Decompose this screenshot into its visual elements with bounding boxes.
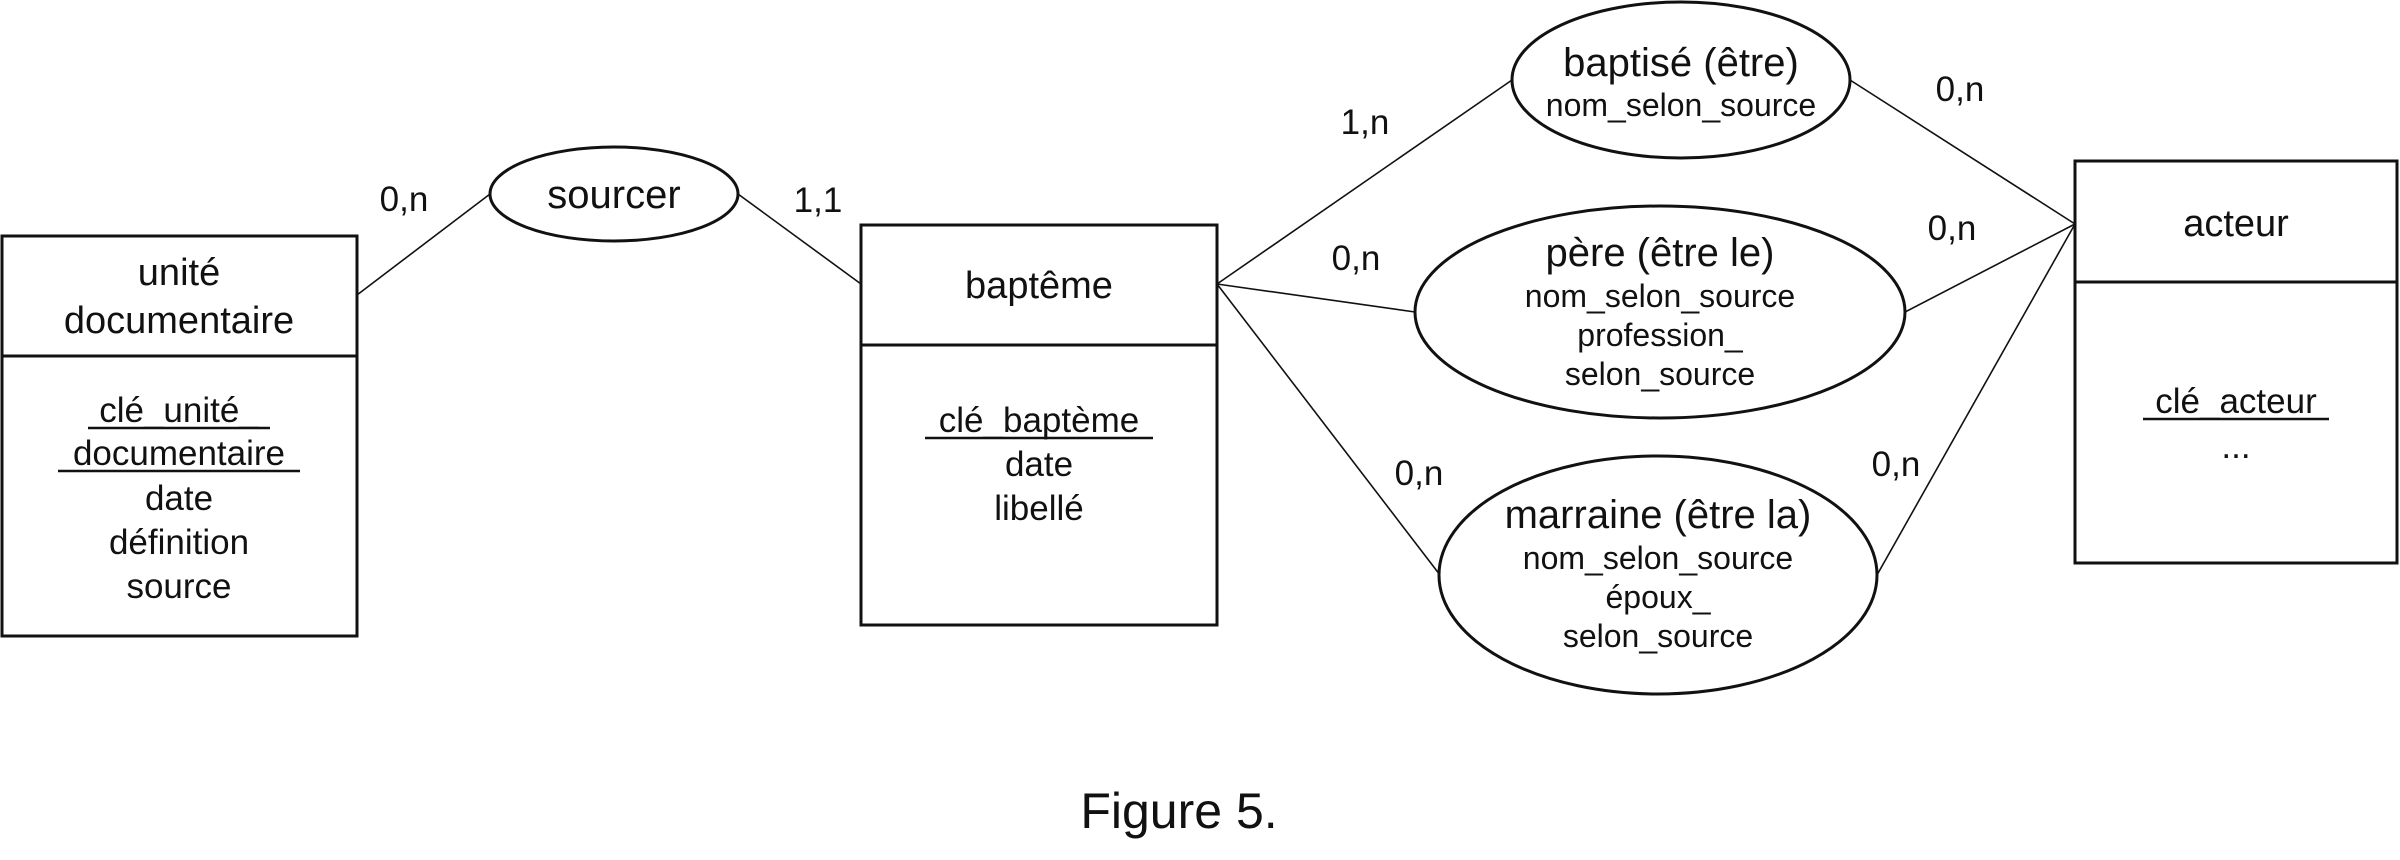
cardinality-bapteme-baptise: 1,n: [1341, 103, 1390, 142]
entity-attribute: date: [145, 479, 213, 518]
relationship-name: père (être le): [1546, 231, 1775, 275]
relationship-name: baptisé (être): [1563, 41, 1799, 85]
entity-title-line: baptême: [965, 265, 1113, 307]
entity-attribute: ...: [2221, 427, 2250, 466]
relationship-attribute: nom_selon_source: [1546, 87, 1816, 123]
link-bapteme-marraine: [1216, 283, 1441, 576]
cardinality-unite-sourcer: 0,n: [380, 180, 429, 219]
primary-key-attribute: documentaire: [73, 434, 285, 473]
relationship-sourcer[interactable]: sourcer: [488, 145, 740, 243]
link-unite-sourcer: [356, 193, 491, 296]
primary-key-attribute: clé_acteur: [2155, 382, 2317, 421]
cardinality-marraine-acteur: 0,n: [1872, 445, 1921, 484]
entity-acteur[interactable]: acteur clé_acteur ...: [2073, 159, 2399, 565]
relationship-name: sourcer: [547, 173, 680, 217]
figure-caption: Figure 5.: [1080, 783, 1277, 839]
entity-attribute: date: [1005, 445, 1073, 484]
cardinality-bapteme-pere: 0,n: [1332, 239, 1381, 278]
link-baptise-acteur: [1849, 79, 2076, 225]
relationship-attribute: époux_: [1606, 579, 1712, 615]
entity-attribute: source: [126, 567, 231, 606]
entity-title-line: documentaire: [64, 300, 294, 342]
link-bapteme-baptise: [1216, 79, 1513, 285]
relationship-name: marraine (être la): [1505, 493, 1812, 537]
link-pere-acteur: [1904, 223, 2076, 313]
relationship-attribute: nom_selon_source: [1525, 278, 1795, 314]
relationship-attribute: selon_source: [1563, 618, 1753, 654]
relationship-marraine[interactable]: marraine (être la) nom_selon_source épou…: [1437, 454, 1879, 696]
cardinality-sourcer-bapteme: 1,1: [794, 181, 843, 220]
cardinality-pere-acteur: 0,n: [1928, 209, 1977, 248]
entity-unite-documentaire[interactable]: unité documentaire clé_unité_ documentai…: [0, 234, 359, 638]
primary-key-attribute: clé_baptème: [939, 401, 1139, 440]
entity-title-line: unité: [138, 252, 220, 294]
connection-lines: [356, 79, 2076, 576]
cardinality-labels: 0,n 1,1 1,n 0,n 0,n 0,n 0,n 0,n: [380, 70, 1985, 493]
entity-attribute: libellé: [994, 489, 1084, 528]
link-sourcer-bapteme: [737, 193, 862, 285]
link-bapteme-pere: [1216, 283, 1416, 313]
primary-key-attribute: clé_unité_: [99, 391, 259, 430]
relationship-attribute: nom_selon_source: [1523, 540, 1793, 576]
relationship-pere[interactable]: père (être le) nom_selon_source professi…: [1413, 204, 1907, 420]
entity-attribute: définition: [109, 523, 249, 562]
relationship-baptise[interactable]: baptisé (être) nom_selon_source: [1510, 0, 1852, 160]
cardinality-bapteme-marraine: 0,n: [1395, 454, 1444, 493]
entity-bapteme[interactable]: baptême clé_baptème date libellé: [859, 223, 1219, 627]
cardinality-baptise-acteur: 0,n: [1936, 70, 1985, 109]
relationship-attribute: profession_: [1577, 317, 1744, 353]
link-marraine-acteur: [1876, 223, 2076, 576]
relationship-attribute: selon_source: [1565, 356, 1755, 392]
entity-title-line: acteur: [2183, 203, 2289, 245]
